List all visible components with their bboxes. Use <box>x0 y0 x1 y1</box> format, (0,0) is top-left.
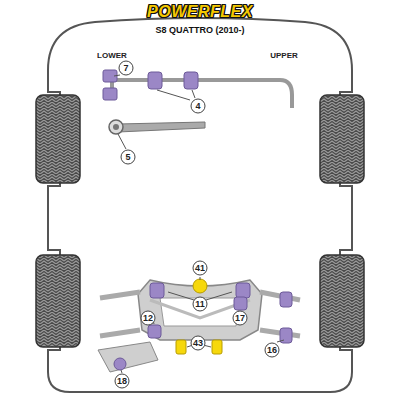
callout-number: 12 <box>141 311 156 326</box>
callout-number: 17 <box>233 311 248 326</box>
callout-number: 5 <box>121 150 136 165</box>
diagram-title: S8 QUATTRO (2010-) <box>156 26 245 35</box>
brand-logo: POWERFLEX <box>147 4 253 20</box>
callout-number: 4 <box>191 99 206 114</box>
callout-number: 43 <box>191 336 206 351</box>
callout-number: 41 <box>193 261 208 276</box>
callout-number: 11 <box>193 297 208 312</box>
callout-number: 16 <box>265 343 280 358</box>
side-label: UPPER <box>270 52 298 60</box>
side-label: LOWER <box>97 52 127 60</box>
callout-number: 7 <box>119 61 134 76</box>
callout-number: 18 <box>115 374 130 389</box>
